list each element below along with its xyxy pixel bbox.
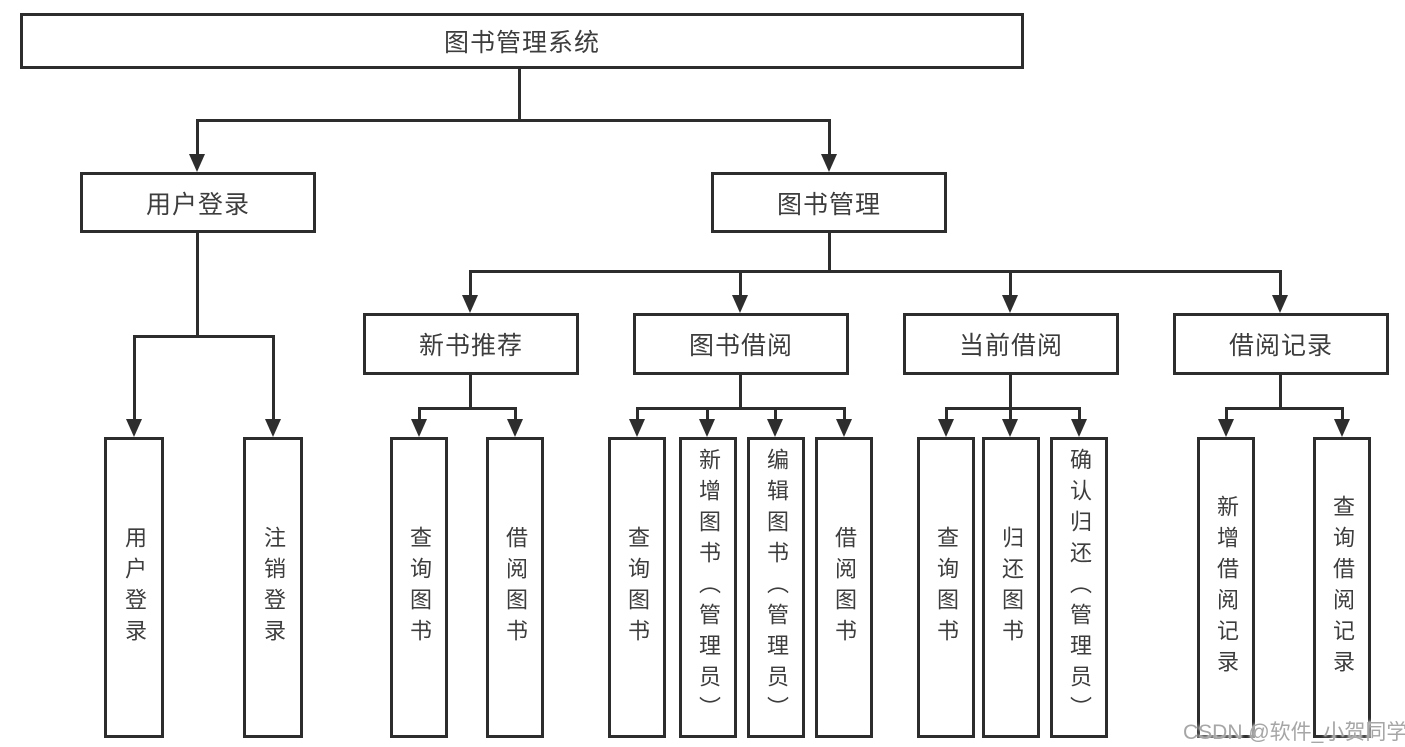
node-current-borrow-label: 当前借阅 [958, 332, 1063, 360]
arrowhead-icon [1334, 419, 1350, 437]
connector-line [418, 407, 421, 421]
arrowhead-icon [1071, 419, 1087, 437]
connector-line [1225, 407, 1228, 421]
connector-line [1341, 407, 1344, 421]
node-nb-borrow-books-label: 借阅图书 [503, 525, 528, 650]
node-br-query-record: 查询借阅记录 [1313, 437, 1371, 738]
arrowhead-icon [189, 154, 205, 172]
connector-line [636, 407, 639, 421]
connector-line [739, 270, 742, 297]
connector-line [1009, 407, 1012, 421]
connector-line [843, 407, 846, 421]
node-user-login-leaf-label: 用户登录 [122, 525, 147, 650]
connector-line [828, 233, 831, 273]
connector-line [945, 407, 1081, 410]
arrowhead-icon [1002, 419, 1018, 437]
connector-line [133, 335, 136, 421]
connector-line [133, 335, 275, 338]
node-new-book-rec: 新书推荐 [363, 313, 579, 375]
node-book-borrow-label: 图书借阅 [688, 332, 793, 360]
node-cb-return-books-label: 归还图书 [999, 525, 1024, 650]
connector-line [196, 119, 199, 156]
node-nb-query-books-label: 查询图书 [407, 525, 432, 650]
node-cb-return-books: 归还图书 [982, 437, 1040, 738]
arrowhead-icon [1218, 419, 1234, 437]
arrowhead-icon [1272, 295, 1288, 313]
connector-line [1078, 407, 1081, 421]
node-nb-borrow-books: 借阅图书 [486, 437, 544, 738]
connector-line [1009, 375, 1012, 410]
connector-line [1279, 375, 1282, 410]
node-logout-leaf-label: 注销登录 [261, 525, 286, 650]
arrowhead-icon [767, 419, 783, 437]
connector-line [706, 407, 709, 421]
watermark: CSDN @软件_小贺同学 [1183, 721, 1405, 744]
node-bb-query-books-label: 查询图书 [625, 525, 650, 650]
arrowhead-icon [1002, 295, 1018, 313]
connector-line [196, 233, 199, 338]
connector-line [469, 270, 1282, 273]
connector-line [1279, 270, 1282, 297]
node-cb-query-books-label: 查询图书 [934, 525, 959, 650]
node-user-login-leaf: 用户登录 [104, 437, 164, 738]
connector-line [739, 375, 742, 410]
node-new-book-rec-label: 新书推荐 [418, 332, 523, 360]
node-cb-query-books: 查询图书 [917, 437, 975, 738]
node-user-login-label: 用户登录 [145, 190, 250, 219]
arrowhead-icon [507, 419, 523, 437]
node-borrow-records-label: 借阅记录 [1228, 332, 1333, 360]
arrowhead-icon [821, 154, 837, 172]
arrowhead-icon [699, 419, 715, 437]
node-bb-borrow-books: 借阅图书 [815, 437, 873, 738]
node-nb-query-books: 查询图书 [390, 437, 448, 738]
node-book-mgmt: 图书管理 [711, 172, 947, 233]
node-logout-leaf: 注销登录 [243, 437, 303, 738]
arrowhead-icon [126, 419, 142, 437]
node-bb-add-books: 新增图书（管理员） [679, 437, 737, 738]
node-root: 图书管理系统 [20, 13, 1024, 69]
node-bb-add-books-label: 新增图书（管理员） [696, 448, 721, 727]
arrowhead-icon [938, 419, 954, 437]
node-book-borrow: 图书借阅 [633, 313, 849, 375]
arrowhead-icon [629, 419, 645, 437]
arrowhead-icon [462, 295, 478, 313]
connector-line [828, 119, 831, 156]
node-bb-borrow-books-label: 借阅图书 [832, 525, 857, 650]
node-br-add-record: 新增借阅记录 [1197, 437, 1255, 738]
connector-line [1225, 407, 1344, 410]
node-br-add-record-label: 新增借阅记录 [1214, 494, 1239, 681]
connector-line [469, 375, 472, 410]
arrowhead-icon [265, 419, 281, 437]
node-user-login: 用户登录 [80, 172, 316, 233]
node-current-borrow: 当前借阅 [903, 313, 1119, 375]
connector-line [636, 407, 846, 410]
node-book-mgmt-label: 图书管理 [776, 190, 881, 219]
arrowhead-icon [732, 295, 748, 313]
arrowhead-icon [836, 419, 852, 437]
node-cb-confirm-return: 确认归还（管理员） [1050, 437, 1108, 738]
connector-line [774, 407, 777, 421]
node-bb-query-books: 查询图书 [608, 437, 666, 738]
node-bb-edit-books: 编辑图书（管理员） [747, 437, 805, 738]
connector-line [514, 407, 517, 421]
arrowhead-icon [411, 419, 427, 437]
connector-line [945, 407, 948, 421]
connector-line [196, 119, 831, 122]
node-br-query-record-label: 查询借阅记录 [1330, 494, 1355, 681]
connector-line [518, 68, 521, 121]
connector-line [272, 335, 275, 421]
node-cb-confirm-return-label: 确认归还（管理员） [1067, 448, 1092, 727]
node-borrow-records: 借阅记录 [1173, 313, 1389, 375]
connector-line [1009, 270, 1012, 297]
connector-line [469, 270, 472, 297]
node-bb-edit-books-label: 编辑图书（管理员） [764, 448, 789, 727]
connector-line [418, 407, 517, 410]
node-root-label: 图书管理系统 [443, 29, 600, 57]
